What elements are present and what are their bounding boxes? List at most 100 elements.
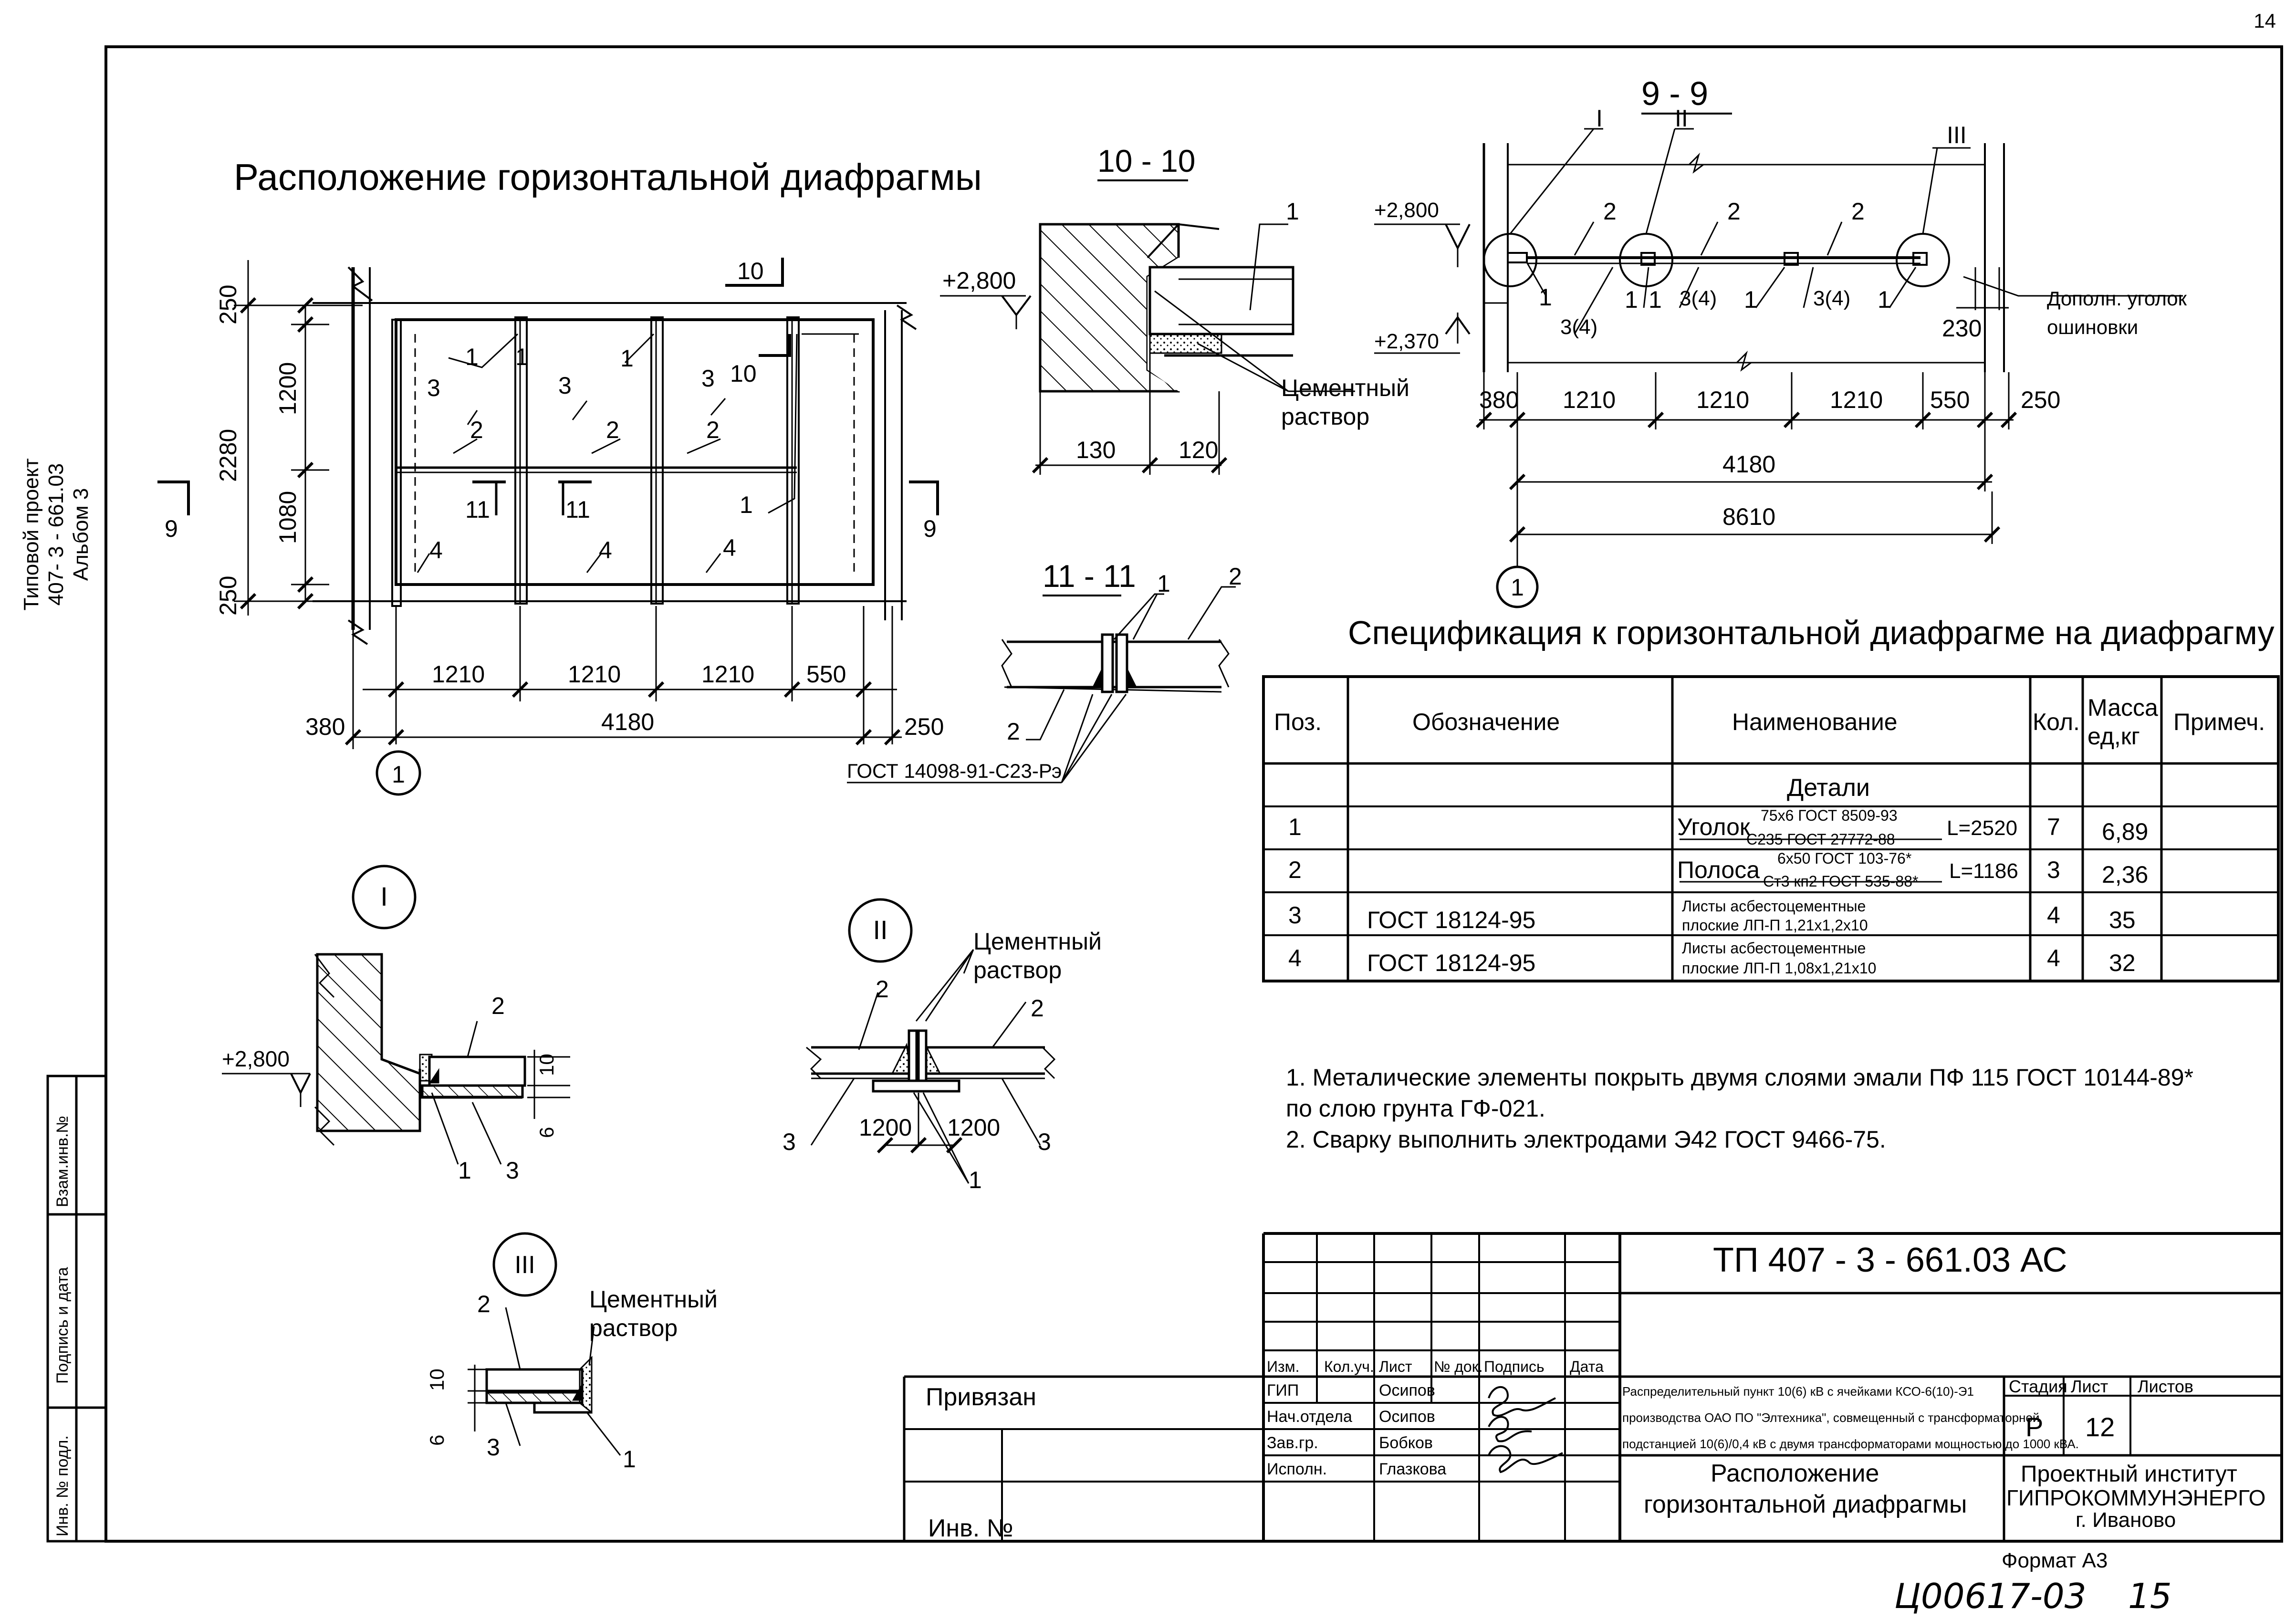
svg-text:Лист: Лист (1379, 1358, 1412, 1375)
svg-text:1: 1 (515, 344, 529, 370)
svg-text:подстанцией 10(6)/0,4 кВ с дву: подстанцией 10(6)/0,4 кВ с двумя трансфо… (1622, 1437, 2079, 1451)
svg-text:Нач.отдела: Нач.отдела (1267, 1408, 1352, 1426)
svg-text:2: 2 (1288, 857, 1302, 883)
svg-text:250: 250 (904, 713, 944, 740)
title-block-grid (903, 1232, 2282, 1541)
spec-table-grid (1262, 675, 2280, 982)
sheet-value: 12 (2085, 1412, 2115, 1442)
svg-text:II: II (873, 915, 887, 945)
svg-text:ошиновки: ошиновки (2047, 316, 2138, 338)
svg-text:раствор: раствор (1281, 403, 1369, 430)
svg-text:550: 550 (806, 661, 846, 688)
svg-text:3: 3 (558, 372, 572, 399)
svg-text:550: 550 (1930, 386, 1970, 413)
svg-text:Подпись: Подпись (1484, 1358, 1545, 1375)
org-line1: Проектный институт (2021, 1462, 2237, 1487)
svg-text:+2,370: +2,370 (1374, 330, 1439, 353)
svg-text:1210: 1210 (1830, 386, 1883, 413)
svg-text:3: 3 (701, 365, 715, 392)
sec9-drawing (1374, 128, 2183, 608)
sheets-label: Листов (2138, 1377, 2193, 1396)
svg-text:Листы асбестоцементные: Листы асбестоцементные (1682, 898, 1866, 915)
margin-podpis: Подпись и дата (53, 1267, 72, 1384)
plan-labels: 250 1200 2280 1080 250 1210 1210 1210 55… (165, 258, 944, 788)
svg-text:3: 3 (2047, 857, 2060, 883)
svg-text:ГОСТ 14098-91-С23-Рэ: ГОСТ 14098-91-С23-Рэ (847, 760, 1062, 782)
node-i-drawing (222, 865, 570, 1165)
svg-text:2: 2 (1229, 563, 1242, 590)
svg-text:Кол.уч.: Кол.уч. (1324, 1358, 1374, 1375)
drawing-code: ТП 407 - 3 - 661.03 АС (1713, 1241, 2067, 1279)
spec-row: 1 Уголок 75x6 ГОСТ 8509-93 С235 ГОСТ 277… (1288, 807, 2148, 848)
svg-text:1210: 1210 (1563, 386, 1616, 413)
svg-text:1200: 1200 (274, 362, 301, 415)
svg-text:1: 1 (1511, 574, 1524, 601)
svg-text:плоские ЛП-П 1,21х1,2х10: плоские ЛП-П 1,21х1,2х10 (1682, 917, 1868, 934)
svg-text:Дополн. уголок: Дополн. уголок (2047, 287, 2187, 310)
svg-text:2: 2 (1603, 198, 1617, 225)
node-iii-labels: III Цементный раствор 2 3 1 10 6 (426, 1251, 718, 1473)
svg-text:3: 3 (487, 1434, 500, 1461)
svg-text:8610: 8610 (1722, 503, 1775, 530)
svg-text:L=1186: L=1186 (1949, 859, 2018, 883)
privyazan-label: Привязан (926, 1383, 1036, 1411)
svg-text:1: 1 (392, 761, 405, 788)
sheet-title-line2: горизонтальной диафрагмы (1644, 1491, 1967, 1518)
margin-table (46, 1075, 107, 1543)
svg-text:2: 2 (606, 417, 619, 443)
svg-text:II: II (1675, 105, 1688, 132)
svg-text:6x50 ГОСТ 103-76*: 6x50 ГОСТ 103-76* (1777, 850, 1911, 867)
svg-text:Листы асбестоцементные: Листы асбестоцементные (1682, 940, 1866, 957)
title-block-col-headers: Изм. Кол.уч. Лист № док. Подпись Дата (1267, 1358, 1604, 1375)
note-line: по слою грунта ГФ-021. (1286, 1095, 1545, 1122)
org-line2: ГИПРОКОММУНЭНЕРГО (2006, 1485, 2265, 1510)
spec-row: 2 Полоса 6x50 ГОСТ 103-76* Ст3 кп2 ГОСТ … (1288, 850, 2148, 890)
svg-text:1: 1 (465, 344, 479, 370)
svg-text:3: 3 (783, 1128, 796, 1155)
svg-text:Типовой проект: Типовой проект (20, 458, 43, 610)
svg-text:1: 1 (969, 1167, 982, 1193)
svg-text:Изм.: Изм. (1267, 1358, 1300, 1375)
note-line: 2. Сварку выполнить электродами Э42 ГОСТ… (1286, 1126, 1886, 1153)
svg-text:3(4): 3(4) (1560, 315, 1597, 339)
svg-text:4: 4 (723, 534, 736, 561)
svg-text:32: 32 (2109, 950, 2136, 976)
svg-text:3: 3 (427, 375, 440, 401)
svg-text:раствор: раствор (973, 957, 1062, 983)
svg-text:2: 2 (1031, 995, 1044, 1022)
svg-text:1210: 1210 (701, 661, 754, 688)
svg-text:Распределительный пункт 10(6): Распределительный пункт 10(6) кВ с ячейк… (1622, 1384, 1974, 1399)
svg-text:11: 11 (465, 496, 490, 523)
svg-text:С235 ГОСТ 27772-88: С235 ГОСТ 27772-88 (1746, 831, 1895, 848)
svg-text:1: 1 (1625, 286, 1638, 313)
sheet-frame (104, 45, 2283, 1543)
spec-header-mass1: Масса (2087, 694, 2158, 721)
svg-text:I: I (1596, 105, 1603, 132)
svg-text:1: 1 (620, 345, 634, 372)
spec-header-qty: Кол. (2033, 709, 2080, 735)
svg-text:250: 250 (2021, 386, 2060, 413)
svg-text:Бобков: Бобков (1379, 1434, 1433, 1452)
svg-text:Дата: Дата (1570, 1358, 1604, 1375)
svg-text:Глазкова: Глазкова (1379, 1460, 1446, 1478)
svg-text:10: 10 (730, 360, 757, 387)
svg-text:6: 6 (535, 1127, 558, 1138)
spec-header-pos: Поз. (1274, 709, 1322, 735)
spec-header-designation: Обозначение (1412, 709, 1560, 735)
spec-rows: 1 Уголок 75x6 ГОСТ 8509-93 С235 ГОСТ 277… (1288, 807, 2148, 977)
svg-text:2: 2 (1851, 198, 1865, 225)
svg-text:Зав.гр.: Зав.гр. (1267, 1434, 1318, 1452)
svg-text:1: 1 (1744, 286, 1757, 313)
spec-header-note: Примеч. (2173, 709, 2265, 735)
spec-row: 3 ГОСТ 18124-95 Листы асбестоцементные п… (1288, 898, 2136, 934)
svg-text:1200: 1200 (947, 1114, 1000, 1141)
svg-text:1200: 1200 (859, 1114, 912, 1141)
sec10-labels: +2,800 1 Цементный раствор 130 120 (942, 198, 1409, 463)
svg-text:+2,800: +2,800 (222, 1046, 290, 1071)
svg-text:1210: 1210 (432, 661, 485, 688)
sec11-title: 11 - 11 (1043, 558, 1136, 594)
svg-text:Цементный: Цементный (1281, 375, 1409, 401)
svg-text:2: 2 (1007, 718, 1020, 745)
svg-text:230: 230 (1942, 315, 1982, 342)
